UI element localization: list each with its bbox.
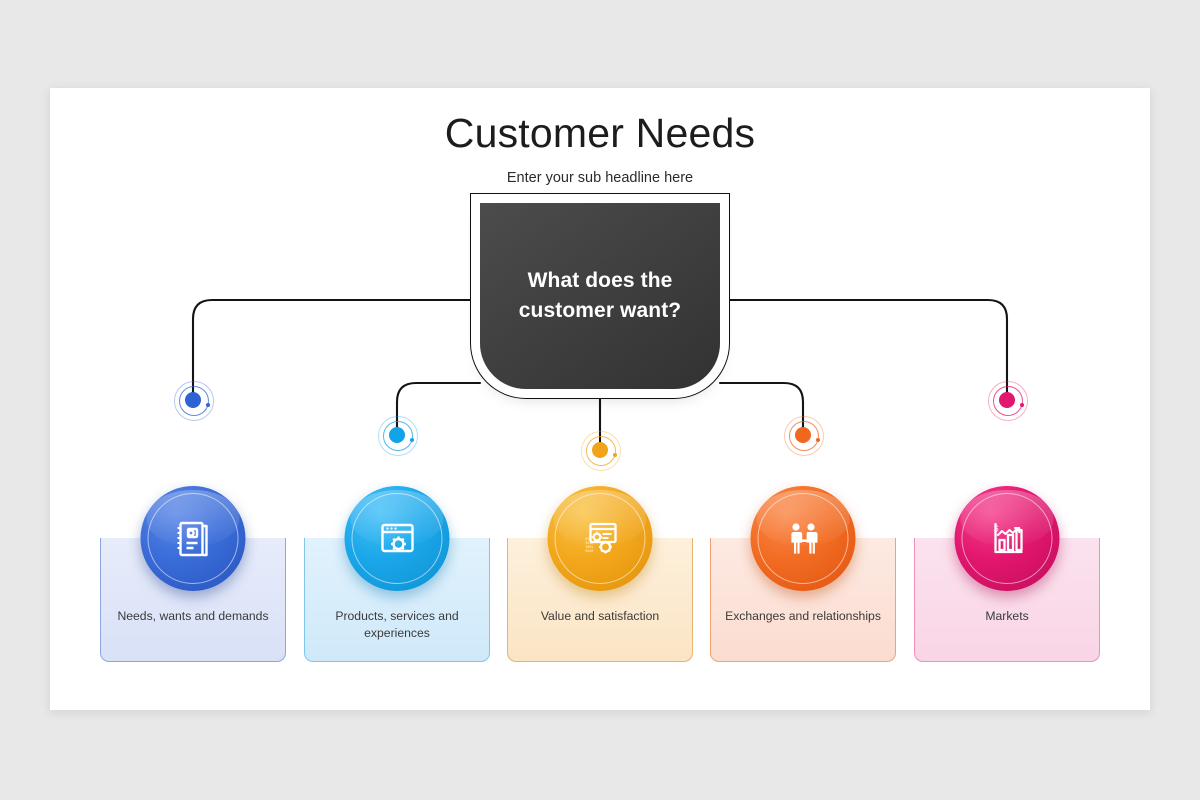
circle-inner-ring (961, 493, 1053, 584)
node-ring-mid (789, 421, 819, 451)
node-ring-outer (174, 381, 214, 421)
node-ring-mid (586, 436, 616, 466)
branch-label-2: Products, services and experiences (335, 609, 459, 641)
node-speck (206, 403, 210, 407)
node-speck (613, 453, 617, 457)
slide-canvas: Customer Needs Enter your sub headline h… (50, 88, 1150, 710)
circle-inner-ring (757, 493, 849, 584)
circle-inner-ring (147, 493, 239, 584)
node-core (999, 392, 1015, 408)
bar-chart-growth-icon: $ (994, 522, 1023, 553)
svg-text:$: $ (994, 524, 999, 533)
node-core (389, 427, 405, 443)
branch-icon-circle-5[interactable]: $ (954, 486, 1060, 591)
central-question-text: What does the customer want? (518, 269, 682, 322)
node-ring-mid (993, 386, 1023, 416)
connector-node-3 (581, 431, 621, 471)
branch-icon-circle-2[interactable] (344, 486, 450, 591)
page-subtitle: Enter your sub headline here (506, 170, 694, 186)
node-speck (1020, 403, 1024, 407)
contact-book-icon (177, 521, 208, 556)
connector-node-2 (378, 416, 418, 456)
node-speck (816, 438, 820, 442)
node-core (185, 392, 201, 408)
branch-label-3: Value and satisfaction (540, 609, 660, 623)
connector-node-1 (174, 381, 214, 421)
branch-icon-circle-3[interactable]: 01 0110 1001 0110 (547, 486, 653, 591)
node-core (592, 442, 608, 458)
svg-text:01: 01 (585, 537, 589, 541)
svg-text:1001: 1001 (585, 545, 593, 549)
circle-inner-ring (351, 493, 443, 584)
circle-inner-ring (554, 493, 646, 584)
node-ring-mid (179, 386, 209, 416)
node-ring-mid (383, 421, 413, 451)
node-speck (410, 438, 414, 442)
branch-icon-circle-1[interactable] (140, 486, 246, 591)
connector-node-5 (988, 381, 1028, 421)
branch-label-4: Exchanges and relationships (725, 609, 881, 623)
handshake-icon (790, 522, 817, 554)
central-question-box: What does the customer want? (480, 203, 720, 389)
connector-lines (191, 298, 1009, 452)
svg-text:0110: 0110 (585, 541, 593, 545)
svg-text:0110: 0110 (585, 549, 593, 553)
branch-label-1: Needs, wants and demands (117, 609, 269, 623)
node-ring-outer (784, 416, 824, 456)
node-core (795, 427, 811, 443)
node-ring-outer (581, 431, 621, 471)
branch-label-5: Markets (985, 609, 1029, 623)
node-ring-outer (378, 416, 418, 456)
document-gears-icon: 01 0110 1001 0110 (585, 522, 617, 553)
browser-gear-icon (380, 523, 414, 552)
page-title: Customer Needs (444, 110, 756, 156)
branch-icon-circle-4[interactable] (750, 486, 856, 591)
node-ring-outer (988, 381, 1028, 421)
connector-node-4 (784, 416, 824, 456)
